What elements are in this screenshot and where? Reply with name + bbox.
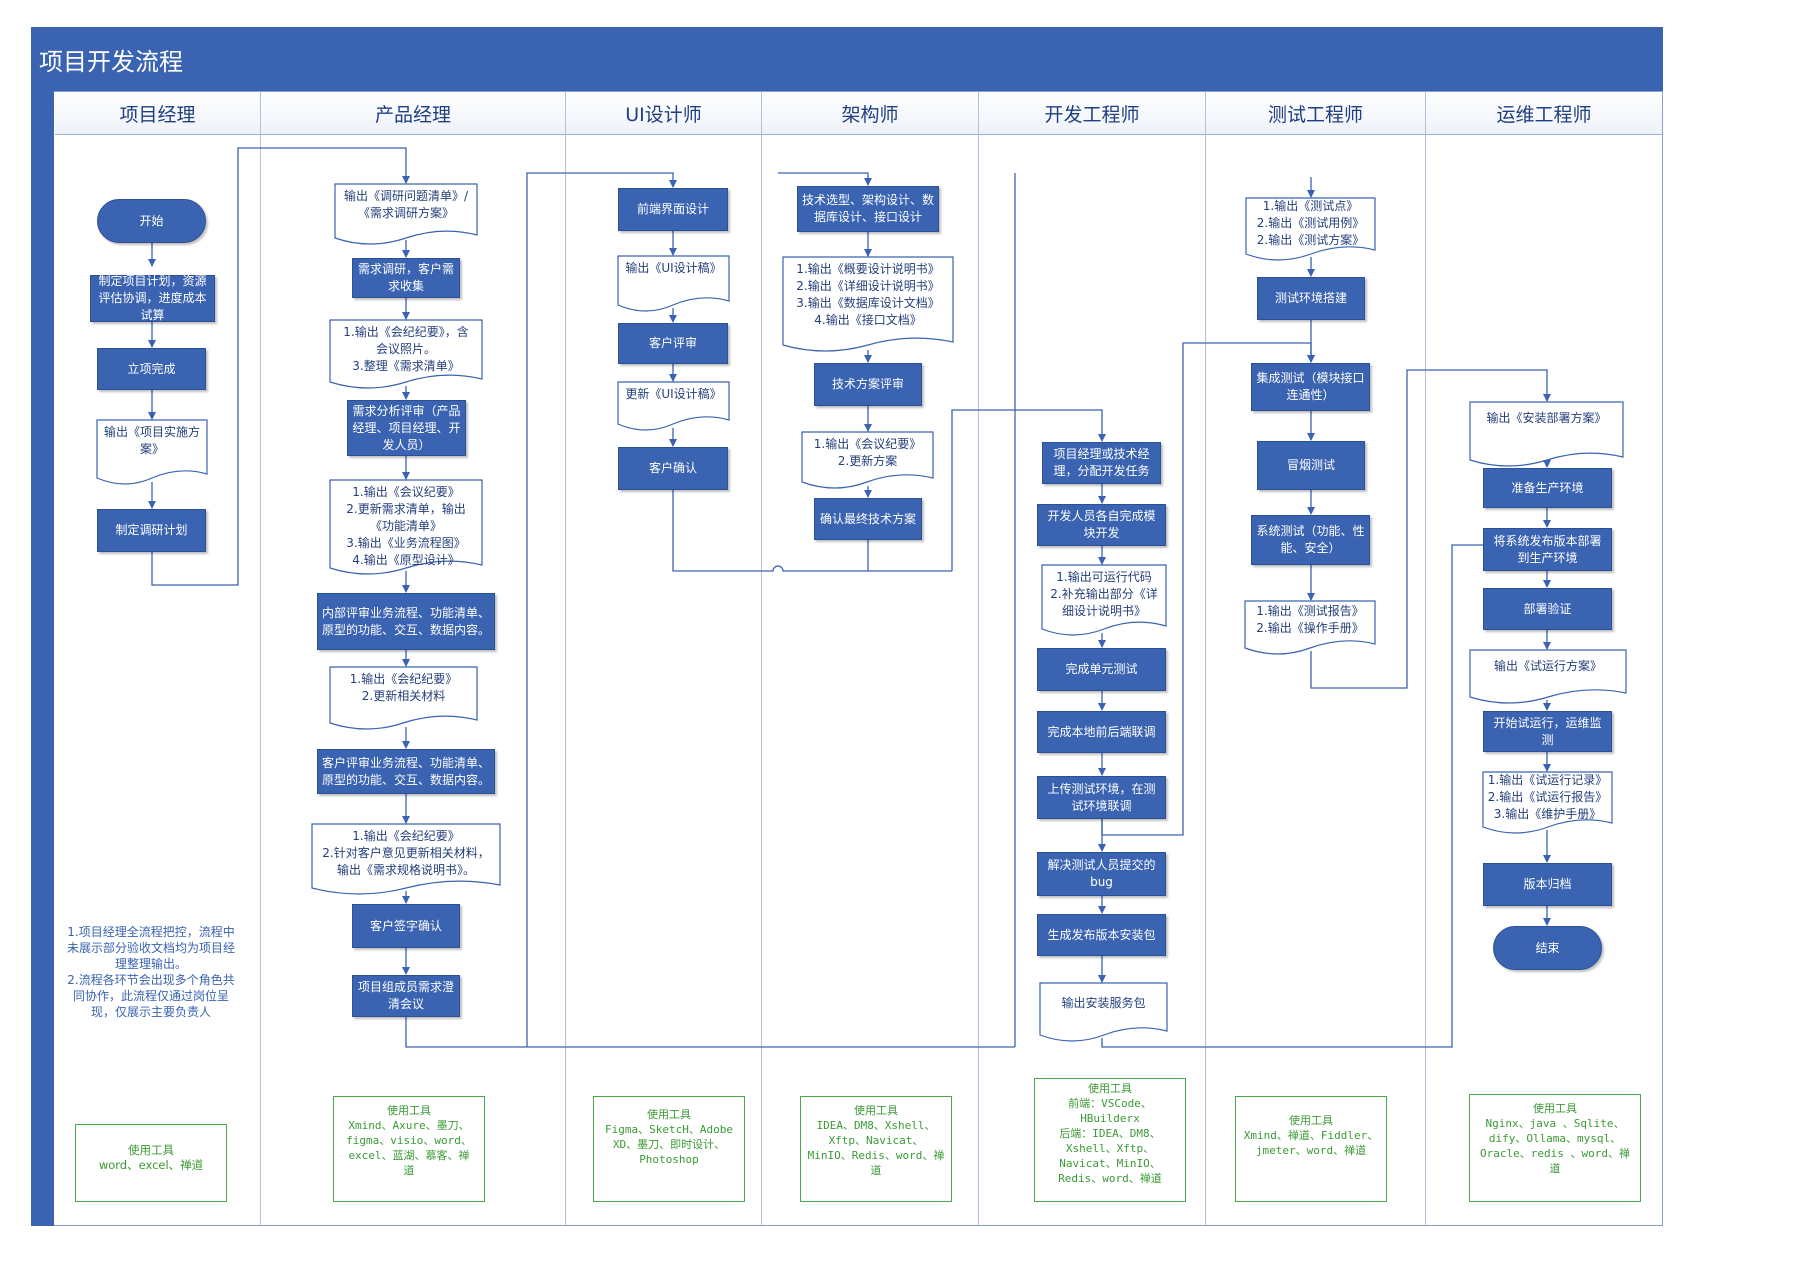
lane-divider [260,92,261,1225]
lane-divider [1425,92,1426,1225]
lane-divider [761,92,762,1225]
pm-approve-step: 立项完成 [97,348,206,390]
dev-code-doc: 1.输出可运行代码 2.补充输出部分《详 细设计说明书》 [1050,570,1158,618]
pm-plan-doc: 输出《项目实施方 案》 [103,425,200,456]
ops-trial-doc: 输出《试运行方案》 [1493,659,1602,673]
arch-design-step: 技术选型、架构设计、数据库设计、接口设计 [797,186,939,232]
clarify-meeting-step: 项目组成员需求澄清会议 [352,975,460,1017]
dev-joint-debug-step: 完成本地前后端联调 [1037,711,1166,753]
ui-update-doc: 更新《UI设计稿》 [625,387,722,401]
test-tools-box: 使用工具 Xmind、禅道、Fiddler、 jmeter、word、禅道 [1235,1096,1387,1202]
test-env-step: 测试环境搭建 [1257,277,1365,320]
doc-shape [329,479,483,575]
product-customer-review-step: 客户评审业务流程、功能清单、原型的功能、交互、数据内容。 [317,749,495,794]
doc-shape [329,319,483,389]
product-minutes-doc: 1.输出《会纪纪要》，含 会议照片。 3.整理《需求清单》 [343,325,469,373]
lane-header-product: 产品经理 [261,92,565,135]
test-points-doc: 1.输出《测试点》 2.输出《测试用例》 2.输出《测试方案》 [1256,199,1365,247]
arch-docs-doc: 1.输出《概要设计说明书》 2.输出《详细设计说明书》 3.输出《数据库设计文档… [796,262,940,327]
arch-confirm-step: 确认最终技术方案 [814,498,922,540]
ui-design-step: 前端界面设计 [618,188,728,231]
diagram-title: 项目开发流程 [39,48,183,76]
product-customer-doc: 1.输出《会纪纪要》 2.针对客户意见更新相关材料， 输出《需求规格说明书》。 [322,829,490,877]
pm-tools-box: 使用工具 word、excel、禅道 [75,1124,227,1202]
pm-plan-step: 制定项目计划，资源评估协调，进度成本试算 [90,274,215,322]
doc-shape [801,431,934,489]
ops-archive-step: 版本归档 [1483,863,1612,906]
integration-test-step: 集成测试（模块接口连通性） [1251,363,1370,411]
product-review-doc: 1.输出《会议纪要》 2.更新需求清单，输出 《功能清单》 3.输出《业务流程图… [346,485,466,567]
dev-build-package-step: 生成发布版本安装包 [1037,914,1166,956]
ops-deploy-doc: 输出《安装部署方案》 [1486,411,1607,425]
smoke-test-step: 冒烟测试 [1257,441,1365,490]
dev-unit-test-step: 完成单元测试 [1037,648,1166,691]
system-test-step: 系统测试（功能、性能、安全） [1251,515,1370,565]
lane-header-dev: 开发工程师 [979,92,1205,135]
doc-shape [1245,197,1376,261]
ops-tools-box: 使用工具 Nginx、java 、Sqlite、 dify、Ollama、mys… [1469,1094,1641,1202]
product-internal-doc: 1.输出《会纪纪要》 2.更新相关材料 [349,672,458,703]
pm-remark-note: 1.项目经理全流程把控，流程中未展示部分验收文档均为项目经理整理输出。 2.流程… [66,925,235,1019]
product-research-doc: 输出《调研问题清单》/ 《需求调研方案》 [343,189,469,220]
dev-fix-bug-step: 解决测试人员提交的bug [1037,852,1166,896]
doc-shape [1039,982,1168,1042]
ops-prepare-step: 准备生产环境 [1483,468,1612,508]
arch-review-doc: 1.输出《会议纪要》 2.更新方案 [813,437,922,468]
product-internal-review-step: 内部评审业务流程、功能清单、原型的功能、交互、数据内容。 [317,593,495,650]
left-accent-bar [31,91,54,1226]
doc-shape [617,255,730,312]
product-collect-step: 需求调研，客户需求收集 [352,258,460,298]
end-terminator: 结束 [1493,926,1602,970]
ops-records-doc: 1.输出《试运行记录》 2.输出《试运行报告》 3.输出《维护手册》 [1487,773,1608,821]
ops-deploy-step: 将系统发布版本部署到生产环境 [1483,528,1612,571]
arrow-lines [148,147,1551,1048]
arch-tools-box: 使用工具 IDEA、DM8、Xshell、 Xftp、Navicat、 MinI… [800,1096,952,1202]
lane-header-arch: 架构师 [762,92,978,135]
ops-verify-step: 部署验证 [1483,588,1612,630]
lane-divider [565,92,566,1225]
start-terminator: 开始 [97,199,206,243]
ui-customer-confirm-step: 客户确认 [618,447,728,490]
ui-customer-review-step: 客户评审 [618,323,728,364]
test-report-doc: 1.输出《测试报告》 2.输出《操作手册》 [1256,604,1364,635]
document-shapes [96,183,1627,1042]
doc-shape [334,183,478,245]
doc-shape [1469,649,1627,704]
pm-research-plan-step: 制定调研计划 [97,509,206,552]
dev-upload-step: 上传测试环境，在测试环境联调 [1037,776,1166,819]
doc-shape [617,381,730,431]
ui-tools-box: 使用工具 Figma、SketcH、Adobe XD、墨刀、即时设计、 Phot… [593,1096,745,1202]
customer-sign-step: 客户签字确认 [352,904,460,948]
doc-shape [96,419,208,485]
swimlane-frame [54,91,1663,1226]
diagram-title-bar: 项目开发流程 [31,27,1663,91]
doc-shape [1244,600,1376,655]
ui-draft-doc: 输出《UI设计稿》 [625,261,722,275]
lane-header-test: 测试工程师 [1206,92,1425,135]
dev-package-doc: 输出安装服务包 [1061,996,1146,1010]
product-review-step: 需求分析评审（产品经理、项目经理、开发人员） [347,400,466,456]
lane-divider [978,92,979,1225]
product-tools-box: 使用工具 Xmind、Axure、墨刀、 figma、visio、word、 e… [333,1096,485,1202]
doc-shape [1482,771,1613,834]
doc-shape [1041,564,1167,636]
dev-tools-box: 使用工具 前端：VSCode、 HBuilderx 后端：IDEA、DM8、 X… [1034,1078,1186,1202]
doc-shape [311,823,501,895]
dev-assign-step: 项目经理或技术经理，分配开发任务 [1042,442,1161,484]
lane-header-pm: 项目经理 [55,92,260,135]
doc-shape [782,256,954,352]
lane-divider [1205,92,1206,1225]
lane-header-ui: UI设计师 [566,92,761,135]
dev-develop-step: 开发人员各自完成模块开发 [1037,504,1166,546]
doc-shape [329,666,478,730]
arch-review-step: 技术方案评审 [814,363,922,406]
doc-shape [1469,401,1624,467]
lane-header-ops: 运维工程师 [1426,92,1662,135]
ops-trial-run-step: 开始试运行，运维监测 [1483,711,1612,752]
